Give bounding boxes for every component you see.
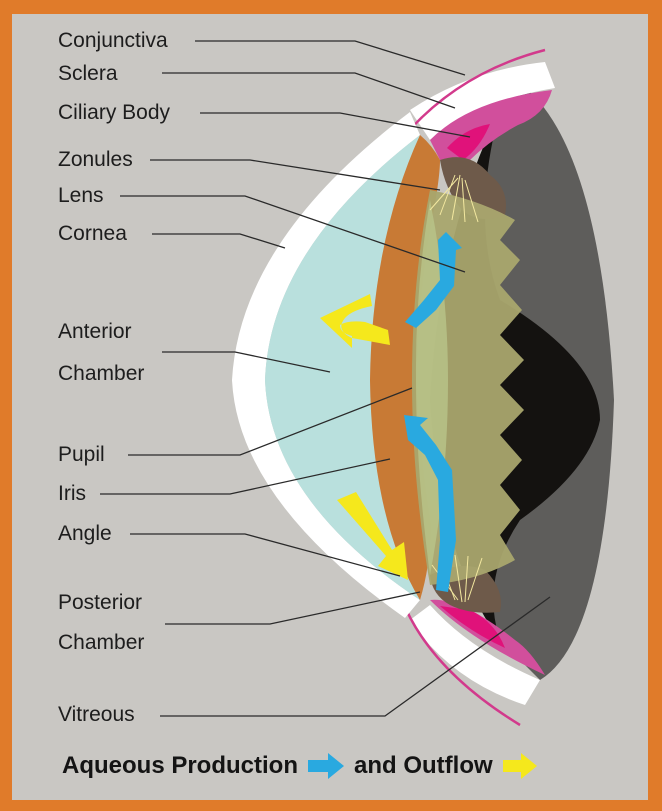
label-pupil: Pupil [58,443,105,467]
label-vitreous: Vitreous [58,703,135,727]
legend-production-label: Aqueous Production [62,752,298,780]
label-conjunctiva: Conjunctiva [58,29,168,53]
label-anterior: Anterior [58,320,132,344]
label-zonules: Zonules [58,148,133,172]
leader-cornea [152,234,285,248]
label-sclera: Sclera [58,62,118,86]
label-lens: Lens [58,184,104,208]
label-posterior: Posterior [58,591,142,615]
label-anterior-chamber: Chamber [58,362,144,386]
label-angle: Angle [58,522,112,546]
leader-sclera [162,73,455,108]
label-posterior-chamber: Chamber [58,631,144,655]
legend: Aqueous Production and Outflow [62,752,537,780]
aqueous-production-arrow-icon [308,753,344,779]
label-cornea: Cornea [58,222,127,246]
legend-outflow-label: and Outflow [354,752,493,780]
leader-conjunctiva [195,41,465,75]
label-iris: Iris [58,482,86,506]
outflow-arrow-icon [503,753,537,779]
label-ciliary-body: Ciliary Body [58,101,170,125]
